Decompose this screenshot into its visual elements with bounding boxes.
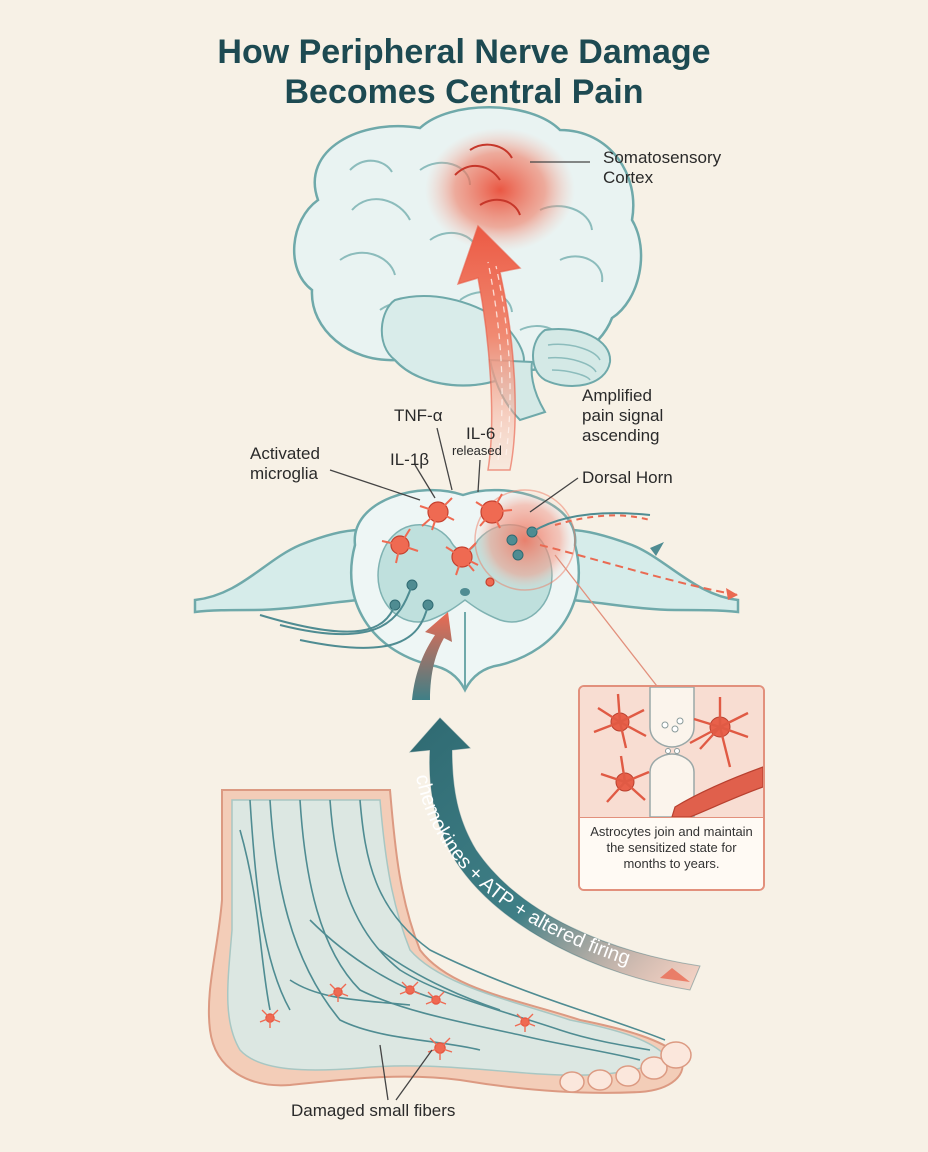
- label-somatosensory-line-2: Cortex: [603, 168, 654, 187]
- peripheral-signal-arrow: [408, 717, 701, 991]
- label-somatosensory-cortex: Somatosensory Cortex: [603, 148, 721, 188]
- label-amplified-line-2: pain signal: [582, 406, 664, 425]
- label-damaged-small-fibers: Damaged small fibers: [291, 1101, 456, 1120]
- brain: [292, 106, 643, 422]
- leader-il1b: [414, 464, 436, 499]
- cortex-glow: [425, 128, 575, 252]
- label-amplified-line-3: ascending: [582, 426, 660, 445]
- ascending-signal-arrow: [456, 224, 522, 471]
- leader-dorsal-horn: [529, 477, 579, 513]
- title-line-2: Becomes Central Pain: [284, 73, 644, 111]
- label-il1b: IL-1β: [390, 450, 430, 469]
- label-somatosensory-line-1: Somatosensory: [603, 148, 722, 167]
- spinal-cord: [193, 488, 740, 700]
- astrocyte-illustration: [580, 687, 763, 818]
- leader-microglia: [329, 469, 421, 501]
- label-microglia-line-1: Activated: [250, 444, 320, 463]
- label-il6: IL-6: [466, 424, 496, 443]
- title-line-1: How Peripheral Nerve Damage: [217, 33, 711, 71]
- leader-damaged-1: [379, 1044, 389, 1101]
- label-microglia-line-2: microglia: [250, 464, 319, 483]
- label-dorsal-horn: Dorsal Horn: [582, 468, 673, 487]
- label-tnf-alpha: TNF-α: [394, 406, 443, 425]
- label-il6-released: released: [452, 443, 502, 458]
- label-amplified-signal: Amplified pain signal ascending: [582, 386, 663, 446]
- leader-il6: [477, 459, 481, 493]
- leader-inset: [554, 554, 661, 691]
- inset-caption: Astrocytes join and maintain the sensiti…: [580, 817, 763, 889]
- cord-ascending-arrow: [412, 612, 452, 700]
- leader-tnf: [436, 427, 453, 491]
- astrocyte-inset: Astrocytes join and maintain the sensiti…: [578, 685, 765, 891]
- page-title: How Peripheral Nerve Damage Becomes Cent…: [0, 32, 928, 112]
- label-amplified-line-1: Amplified: [582, 386, 652, 405]
- leader-damaged-2: [395, 1049, 433, 1101]
- foot: [207, 789, 692, 1094]
- label-activated-microglia: Activated microglia: [250, 444, 320, 484]
